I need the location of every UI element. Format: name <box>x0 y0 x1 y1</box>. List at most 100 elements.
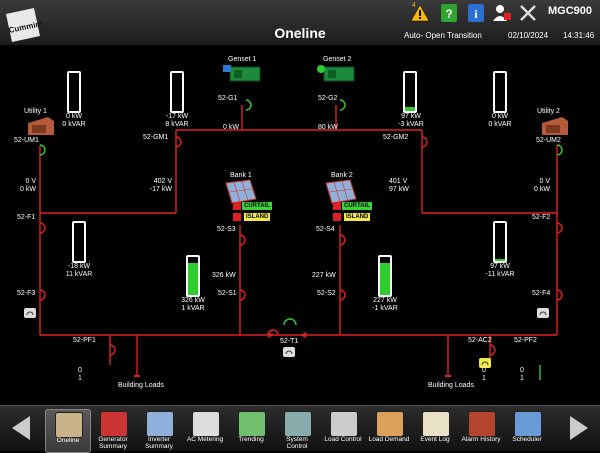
utility1-icon[interactable] <box>26 115 56 137</box>
info-icon[interactable]: i <box>466 3 486 23</box>
scheduler-icon <box>514 411 542 437</box>
nav-generator-button[interactable]: Generator Summary <box>91 409 135 451</box>
breaker-s3-label: 52-S3 <box>217 226 236 233</box>
nav-system-control-button[interactable]: System Control <box>275 409 319 451</box>
nav-trending-button[interactable]: Trending <box>229 409 273 451</box>
system-control-icon <box>284 411 312 437</box>
utility1-breaker: 52-UM1 <box>14 137 39 144</box>
svg-text:?: ? <box>445 7 452 21</box>
event-log-icon <box>422 411 450 437</box>
nav-next-arrow-icon[interactable] <box>570 416 588 440</box>
nav-inverter-button[interactable]: Inverter Summary <box>137 409 181 451</box>
meter-8-kw: 97 kW <box>490 263 510 270</box>
meter-6-kvar: 1 kVAR <box>181 305 205 312</box>
nav-load-demand-button[interactable]: Load Demand <box>367 409 411 451</box>
nav-oneline-button[interactable]: Oneline <box>45 409 91 453</box>
gm2-power: 97 kW <box>389 186 409 193</box>
s4-power: 227 kW <box>312 272 336 279</box>
genset1-breaker: 52-G1 <box>218 95 238 102</box>
nav-label: Oneline <box>56 437 80 444</box>
bank2-alert-icon <box>333 202 341 210</box>
meter-7 <box>378 255 392 297</box>
load-demand-icon <box>376 411 404 437</box>
page-title: Oneline <box>274 25 326 41</box>
generator-icon <box>100 411 128 437</box>
meter-3 <box>403 71 417 113</box>
genset1-icon[interactable] <box>222 63 262 85</box>
genset1-name: Genset 1 <box>228 56 257 63</box>
breaker-f3-control-icon[interactable] <box>24 308 36 318</box>
nav-label: Generator Summary <box>98 436 128 450</box>
meter-7-kw: 227 kW <box>373 297 397 304</box>
breaker-s4-label: 52-S4 <box>316 226 335 233</box>
bottom-nav: Oneline Generator Summary Inverter Summary… <box>0 405 600 453</box>
breaker-gm2-label: 52-GM2 <box>383 134 409 141</box>
breaker-f4-control-icon[interactable] <box>537 308 549 318</box>
bank2-curtail-badge[interactable]: CURTAIL <box>342 202 372 210</box>
nav-label: Inverter Summary <box>145 436 173 450</box>
meter-1-kvar: 0 kVAR <box>62 121 86 128</box>
meter-fill <box>188 262 198 295</box>
utility2-name: Utility 2 <box>537 108 560 115</box>
building-loads-2: Building Loads <box>428 382 474 389</box>
meter-2-kvar: 8 kVAR <box>165 121 189 128</box>
building-loads-1: Building Loads <box>118 382 164 389</box>
load-control-icon <box>330 411 358 437</box>
breaker-t1-label: 52-T1 <box>280 338 299 345</box>
breaker-s1-label: 52-S1 <box>218 290 237 297</box>
tools-icon[interactable] <box>518 3 538 23</box>
meter-4-kvar: 0 kVAR <box>488 121 512 128</box>
genset2-icon[interactable] <box>316 63 356 85</box>
help-icon[interactable]: ? <box>439 3 459 23</box>
meter-fill <box>380 262 390 295</box>
breaker-f1-label: 52-F1 <box>17 214 36 221</box>
gm1-voltage: 402 V <box>153 178 172 185</box>
nav-gauge-button[interactable]: AC Metering <box>183 409 227 451</box>
bank2-name: Bank 2 <box>331 172 353 179</box>
meter-8-kvar: -11 kVAR <box>485 271 515 278</box>
genset2-breaker: 52-G2 <box>318 95 338 102</box>
breaker-ac2-label: 52-AC2 <box>468 337 492 344</box>
trending-icon <box>238 411 266 437</box>
nav-label: Scheduler <box>512 436 542 443</box>
transition-mode: Auto- Open Transition <box>404 31 482 40</box>
um1-power: 0 kW <box>20 186 36 193</box>
nav-alarm-history-button[interactable]: Alarm History <box>459 409 503 451</box>
meter-4 <box>493 71 507 113</box>
meter-6 <box>186 255 200 297</box>
meter-5 <box>72 221 86 263</box>
nav-scheduler-button[interactable]: Scheduler <box>505 409 549 451</box>
bank2-solar-icon[interactable] <box>322 179 358 205</box>
nav-label: Load Demand <box>368 436 410 443</box>
utility2-icon[interactable] <box>540 115 570 137</box>
oneline-icon <box>55 412 83 438</box>
bank1-curtail-badge[interactable]: CURTAIL <box>242 202 272 210</box>
user-icon[interactable] <box>492 3 512 23</box>
nav-event-log-button[interactable]: Event Log <box>413 409 457 451</box>
alarm-count: 4 <box>412 2 416 9</box>
meter-1 <box>67 71 81 113</box>
nav-prev-arrow-icon[interactable] <box>12 416 30 440</box>
breaker-f3-label: 52-F3 <box>17 290 36 297</box>
um2-power: 0 kW <box>534 186 550 193</box>
s3-power: 326 kW <box>212 272 236 279</box>
bank1-island-badge[interactable]: ISLAND <box>244 213 271 221</box>
pf2-switch-1: 1 <box>520 375 524 382</box>
warning-icon[interactable] <box>410 3 430 23</box>
pf2-switch-0: 0 <box>520 367 524 374</box>
breaker-ac2-control-icon[interactable] <box>479 358 491 368</box>
bank2-island-badge[interactable]: ISLAND <box>344 213 371 221</box>
meter-5-kw: -18 kW <box>67 263 91 270</box>
breaker-pf1-label: 52-PF1 <box>73 337 96 344</box>
meter-5-kvar: 11 kVAR <box>65 271 93 278</box>
breaker-t1-control-icon[interactable] <box>283 347 295 357</box>
nav-load-control-button[interactable]: Load Control <box>321 409 365 451</box>
header-bar: Cummins 4 ? i MGC900 Oneline Auto- Open … <box>0 0 600 45</box>
date: 02/10/2024 <box>508 31 549 40</box>
utility1-name: Utility 1 <box>24 108 47 115</box>
controller-model: MGC900 <box>547 5 592 17</box>
nav-label: System Control <box>286 436 308 450</box>
bank1-island-icon <box>233 213 241 221</box>
nav-label: Trending <box>238 436 264 443</box>
bank1-solar-icon[interactable] <box>222 179 258 205</box>
